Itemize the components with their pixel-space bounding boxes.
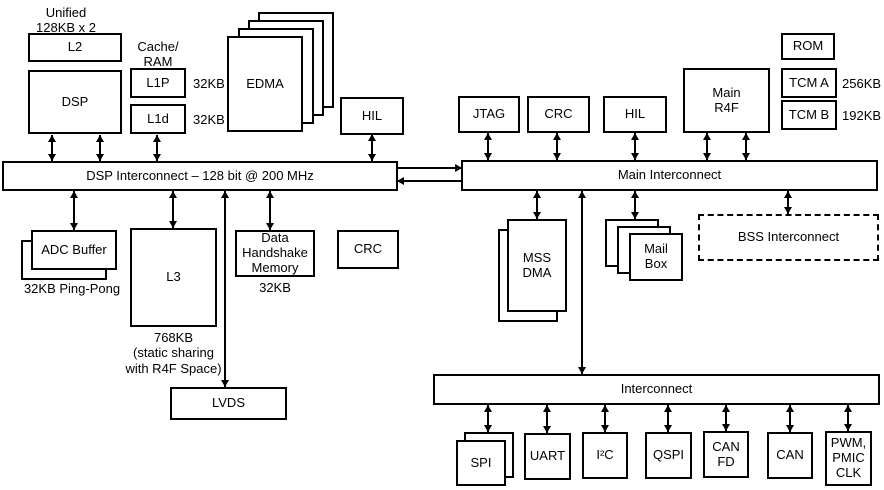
box-adc-buffer: ADC Buffer — [31, 230, 117, 270]
arrow-l1d-bus — [153, 135, 161, 161]
tcm-a-size-label: 256KB — [842, 75, 882, 91]
box-mailbox: Mail Box — [629, 233, 683, 281]
arrow-l3-bus — [169, 191, 177, 228]
tcm-b-size-label: 192KB — [842, 107, 882, 123]
arrow-hil-dsp-bus — [368, 134, 376, 161]
arrow-bss-bus — [784, 191, 792, 214]
box-spi: SPI — [456, 440, 506, 486]
bus-main-interconnect: Main Interconnect — [461, 160, 878, 191]
arrow-handshake-bus — [266, 191, 274, 230]
handshake-size-label: 32KB — [259, 280, 291, 295]
arrow-lvds-bus — [221, 191, 229, 387]
box-jtag: JTAG — [458, 96, 520, 133]
box-hil-dsp: HIL — [340, 97, 404, 135]
box-main-r4f: Main R4F — [683, 68, 770, 133]
box-crc-main: CRC — [527, 96, 590, 133]
arrow-jtag-bus — [484, 133, 492, 160]
bus-peripheral-interconnect: Interconnect — [433, 374, 880, 405]
arrow-mss-dma-bus — [533, 191, 541, 219]
box-rom: ROM — [781, 33, 835, 60]
box-uart: UART — [524, 433, 571, 480]
arrow-dsp-bus-right — [96, 135, 104, 161]
l2-caption: Unified 128KB x 2 — [36, 5, 96, 36]
box-hil-main: HIL — [603, 96, 667, 133]
box-l2: L2 — [28, 33, 122, 62]
cache-ram-caption: Cache/ RAM — [137, 39, 179, 70]
l1p-size-label: 32KB — [193, 75, 225, 91]
l1d-size-label: 32KB — [193, 111, 225, 127]
box-can-fd: CAN FD — [703, 431, 749, 478]
arrow-qspi-bus — [664, 405, 672, 432]
box-mss-dma: MSS DMA — [507, 219, 567, 312]
arrow-pwm-bus — [844, 405, 852, 431]
box-tcm-b: TCM B — [781, 100, 837, 130]
adc-buffer-caption: 32KB Ping-Pong — [23, 281, 121, 296]
arrow-mailbox-bus — [631, 191, 639, 219]
arrow-main-to-dsp — [397, 177, 461, 185]
arrow-spi-bus — [484, 405, 492, 432]
arrow-r4f-bus-left — [703, 133, 711, 160]
box-data-handshake-memory: Data Handshake Memory — [235, 230, 315, 277]
box-l1d: L1d — [130, 104, 186, 134]
box-crc-dsp: CRC — [337, 230, 399, 269]
box-edma: EDMA — [227, 36, 303, 132]
arrow-main-to-periph-bus — [578, 191, 586, 374]
box-i2c: I²C — [582, 432, 628, 479]
arrow-can-bus — [786, 405, 794, 432]
box-qspi: QSPI — [645, 432, 692, 479]
box-tcm-a: TCM A — [781, 68, 837, 98]
arrow-dsp-bus-left — [48, 135, 56, 161]
box-lvds: LVDS — [170, 387, 287, 420]
arrow-i2c-bus — [601, 405, 609, 432]
bus-dsp-interconnect: DSP Interconnect – 128 bit @ 200 MHz — [2, 161, 398, 191]
arrow-hil-main-bus — [631, 133, 639, 160]
box-l3: L3 — [130, 228, 217, 327]
bus-bss-interconnect: BSS Interconnect — [698, 214, 879, 261]
box-dsp: DSP — [28, 70, 122, 134]
l3-caption: 768KB (static sharing with R4F Space) — [125, 330, 222, 376]
box-can: CAN — [767, 432, 813, 479]
arrow-r4f-bus-right — [742, 133, 750, 160]
arrow-uart-bus — [543, 405, 551, 433]
box-l1p: L1P — [130, 68, 186, 98]
arrow-dsp-to-main — [398, 164, 462, 172]
arrow-can-fd-bus — [722, 405, 730, 431]
box-pwm-pmic-clk: PWM, PMIC CLK — [825, 431, 872, 486]
arrow-crc-main-bus — [553, 133, 561, 160]
arrow-adc-buffer-bus — [70, 191, 78, 230]
